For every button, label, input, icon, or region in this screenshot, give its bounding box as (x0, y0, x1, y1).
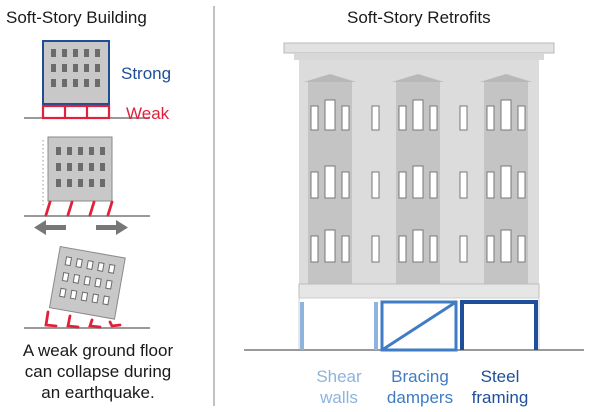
right-panel-title: Soft-Story Retrofits (347, 8, 491, 27)
retrofit-label-line: framing (471, 388, 529, 407)
steel-framing-label: Steel framing (460, 366, 540, 408)
retrofit-label-line: Bracing (391, 367, 449, 386)
caption-line: A weak ground floor (22, 341, 174, 360)
caption: A weak ground floor can collapse during … (0, 340, 196, 403)
bracing-dampers (380, 300, 458, 352)
bracing-dampers-label: Bracing dampers (378, 366, 462, 408)
retrofit-label-line: Shear (316, 367, 362, 386)
retrofit-label-line: walls (320, 388, 358, 407)
shear-walls (300, 302, 378, 350)
strong-label: Strong (121, 64, 172, 83)
left-panel-title: Soft-Story Building (6, 8, 147, 27)
shake-arrows-icon (34, 220, 128, 235)
shear-walls-label: Shear walls (300, 366, 378, 408)
steel-framing (460, 300, 538, 350)
retrofit-label-line: dampers (386, 388, 454, 407)
caption-line: an earthquake. (41, 383, 155, 402)
weak-label: Weak (126, 104, 170, 123)
weak-ground-floor (41, 104, 111, 120)
caption-line: can collapse during (24, 362, 172, 381)
retrofit-label-line: Steel (480, 367, 520, 386)
